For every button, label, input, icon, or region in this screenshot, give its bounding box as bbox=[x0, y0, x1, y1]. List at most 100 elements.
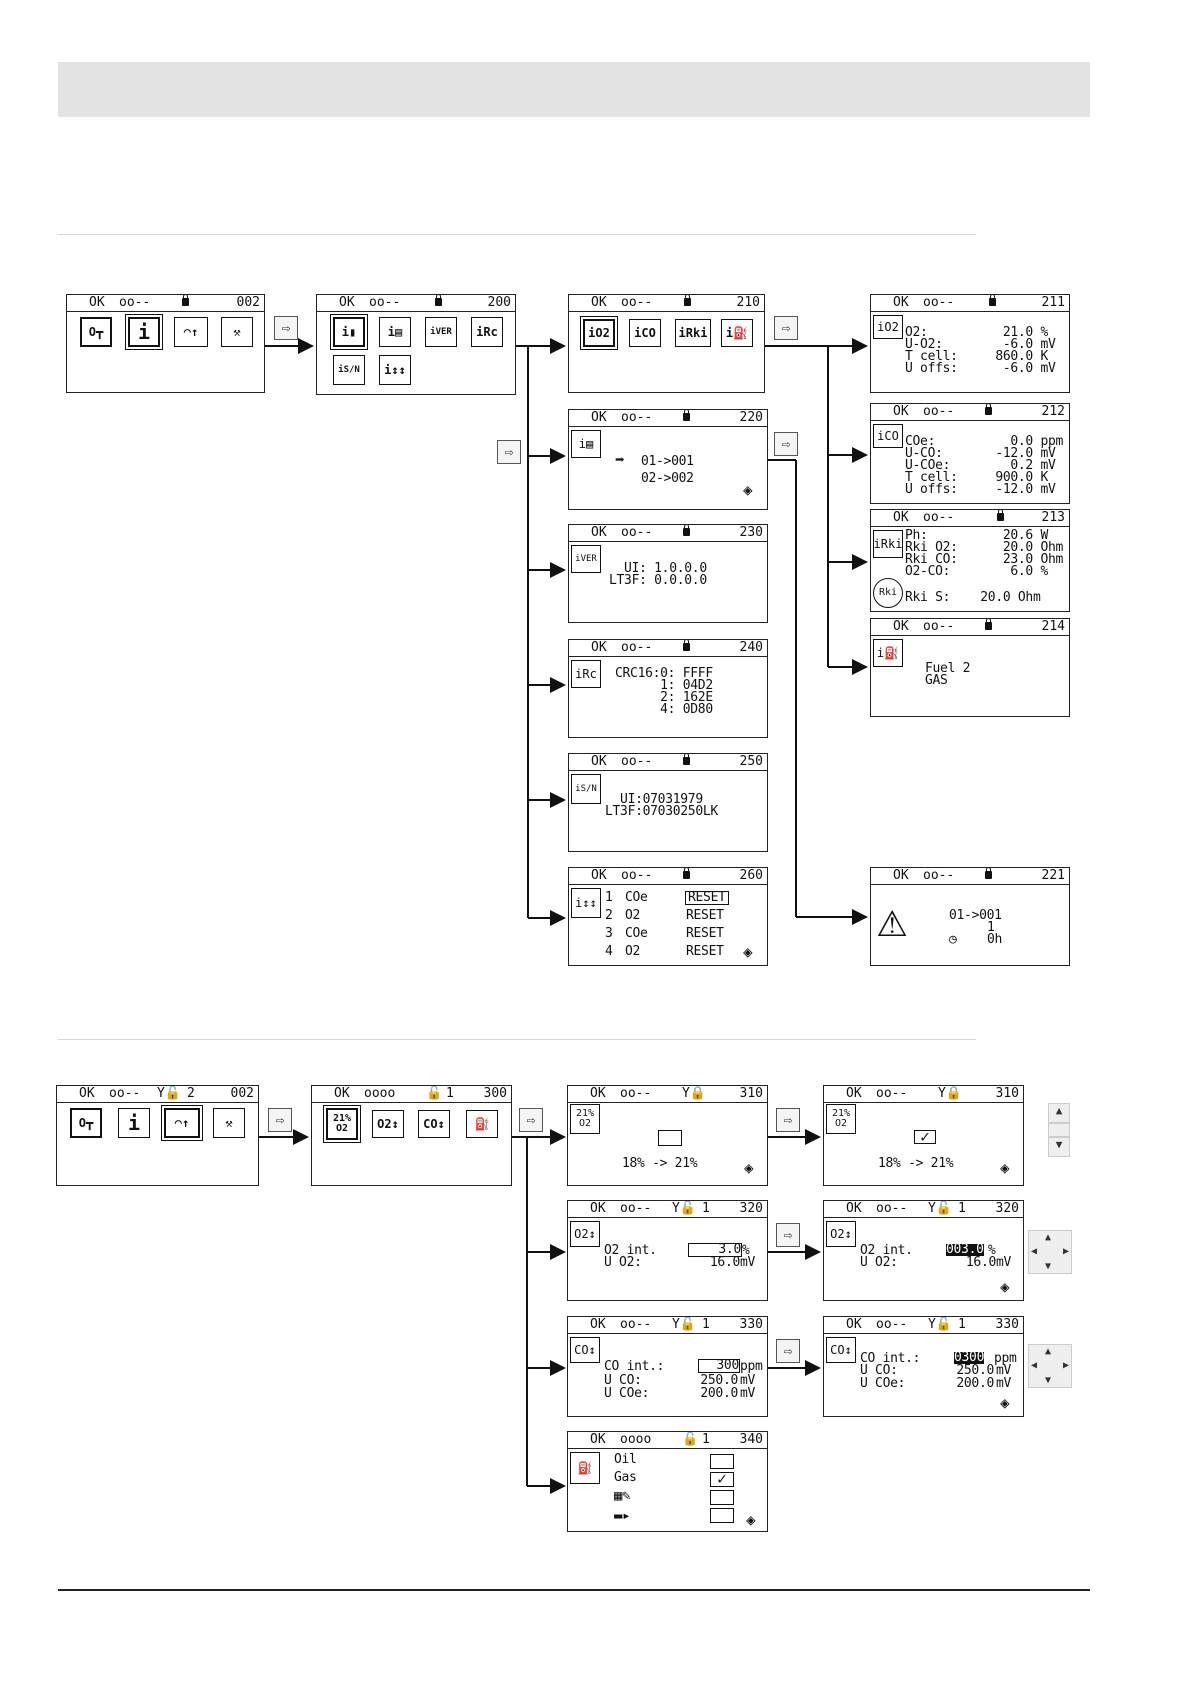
lock-icon bbox=[435, 295, 442, 306]
navigation-diamond-icon[interactable]: ◈ bbox=[743, 942, 753, 961]
counters-icon[interactable]: i↕↕ bbox=[379, 355, 411, 385]
status-bar: OK oo-- Y🔒 310 bbox=[824, 1086, 1023, 1103]
reset-button-3[interactable]: RESET bbox=[686, 926, 724, 941]
key-icon[interactable]: O┳ bbox=[70, 1108, 102, 1138]
navigation-diamond-icon[interactable]: ◈ bbox=[743, 480, 753, 499]
lock-icon bbox=[683, 640, 690, 651]
o2-21-percent-icon: 21% O2 bbox=[570, 1104, 600, 1134]
enter-button[interactable]: ⇨ bbox=[774, 432, 798, 456]
gauge-icon[interactable]: ◠↑ bbox=[164, 1108, 200, 1138]
info-icon[interactable]: i bbox=[128, 317, 160, 347]
co-int-field-editing[interactable]: 0300 bbox=[954, 1350, 985, 1365]
up-arrow-icon[interactable]: ▲ bbox=[1045, 1232, 1052, 1243]
rki-info-icon[interactable]: iRki bbox=[675, 319, 711, 347]
status-bar: OK oo-- 210 bbox=[569, 295, 764, 312]
status-bar: OK oo-- Y🔓 2 002 bbox=[57, 1086, 258, 1103]
reset-button-1[interactable]: RESET bbox=[685, 891, 729, 905]
navigation-diamond-icon[interactable]: ◈ bbox=[746, 1510, 756, 1529]
lock-icon bbox=[684, 295, 691, 306]
alarm-log-icon[interactable]: i▤ bbox=[379, 317, 411, 347]
gauge-icon[interactable]: ◠↑ bbox=[174, 317, 208, 347]
enter-button[interactable]: ⇨ bbox=[268, 1108, 292, 1132]
confirm-checkbox-checked[interactable]: ✓ bbox=[914, 1129, 936, 1145]
unlocked-icon: 🔓 bbox=[682, 1432, 699, 1447]
navigation-diamond-icon[interactable]: ◈ bbox=[1000, 1393, 1010, 1412]
direction-keys-icon[interactable]: ▲ ◀ ▶ ▼ bbox=[1028, 1344, 1072, 1388]
screen-310-o2-calibration: OK oo-- Y🔒 310 21% O2 18% -> 21% ◈ bbox=[567, 1085, 768, 1186]
lock-icon bbox=[985, 619, 992, 630]
navigation-diamond-icon[interactable]: ◈ bbox=[744, 1158, 754, 1177]
enter-button[interactable]: ⇨ bbox=[776, 1339, 800, 1363]
co-adjust-icon[interactable]: CO↕ bbox=[418, 1110, 450, 1138]
up-arrow-icon[interactable]: ▲ bbox=[1045, 1346, 1052, 1357]
direction-keys-icon[interactable]: ▲ ◀ ▶ ▼ bbox=[1028, 1230, 1072, 1274]
lock-icon bbox=[182, 295, 189, 306]
oil-checkbox[interactable] bbox=[710, 1454, 734, 1469]
left-arrow-icon[interactable]: ◀ bbox=[1031, 1360, 1038, 1371]
tools-icon[interactable]: ⚒ bbox=[213, 1108, 245, 1138]
info-icon[interactable]: i bbox=[118, 1108, 150, 1138]
enter-button[interactable]: ⇨ bbox=[274, 316, 298, 340]
right-arrow-icon[interactable]: ▶ bbox=[1062, 1360, 1069, 1371]
enter-button[interactable]: ⇨ bbox=[497, 440, 521, 464]
key-level-icon: Y🔓 bbox=[157, 1086, 182, 1101]
co-int-field[interactable]: 300 bbox=[698, 1359, 740, 1373]
crc-icon: iRc bbox=[571, 660, 601, 688]
gas-checkbox-checked[interactable]: ✓ bbox=[710, 1471, 734, 1487]
key-lock-icon: Y🔒 bbox=[682, 1086, 707, 1101]
screen-220-alarm-log: OK oo-- 220 i▤ ➡ 01->001 02->002 ◈ bbox=[568, 409, 768, 510]
navigation-diamond-icon[interactable]: ◈ bbox=[1000, 1158, 1010, 1177]
down-key-icon[interactable]: ▼ bbox=[1048, 1137, 1070, 1157]
key-level-icon: Y🔓 bbox=[928, 1317, 953, 1332]
tools-icon[interactable]: ⚒ bbox=[221, 317, 253, 347]
up-key-icon[interactable]: ▲ bbox=[1048, 1103, 1070, 1123]
sensor-info-icon[interactable]: i▮ bbox=[333, 317, 365, 347]
screen-330-co-adjust-editing: OK oo-- Y🔓 1 330 CO↕ CO int.: 0300 ppm U… bbox=[823, 1316, 1024, 1417]
co-info-icon[interactable]: iCO bbox=[629, 319, 661, 347]
arrow-right-icon: ➡ bbox=[615, 450, 625, 469]
serial-number-icon: iS/N bbox=[571, 774, 601, 804]
screen-330-co-adjust: OK oo-- Y🔓 1 330 CO↕ CO int.: 300 ppm U … bbox=[567, 1316, 768, 1417]
lock-icon bbox=[985, 404, 992, 415]
o2-int-field-editing[interactable]: 003.0 bbox=[946, 1242, 984, 1257]
lock-icon bbox=[985, 868, 992, 879]
o2-21-percent-icon[interactable]: 21% O2 bbox=[326, 1108, 358, 1140]
page-header-band bbox=[58, 62, 1090, 117]
enter-button[interactable]: ⇨ bbox=[519, 1108, 543, 1132]
reset-button-2[interactable]: RESET bbox=[686, 908, 724, 923]
navigation-diamond-icon[interactable]: ◈ bbox=[1000, 1277, 1010, 1296]
screen-214-fuel: OK oo-- 214 i⛽ Fuel 2 GAS bbox=[870, 618, 1070, 717]
reset-button-4[interactable]: RESET bbox=[686, 944, 724, 959]
left-arrow-icon[interactable]: ◀ bbox=[1031, 1246, 1038, 1257]
right-arrow-icon[interactable]: ▶ bbox=[1062, 1246, 1069, 1257]
o2-info-icon[interactable]: iO2 bbox=[583, 319, 615, 347]
crc-icon[interactable]: iRc bbox=[471, 317, 503, 347]
screen-320-o2-adjust: OK oo-- Y🔓 1 320 O2↕ O2 int. 3.0 % U O2:… bbox=[567, 1200, 768, 1301]
status-bar: OK oo-- 260 bbox=[569, 868, 767, 885]
key-lock-icon: Y🔒 bbox=[938, 1086, 963, 1101]
down-arrow-icon[interactable]: ▼ bbox=[1045, 1261, 1052, 1272]
fuel-select-icon[interactable]: ⛽ bbox=[466, 1110, 498, 1138]
o2-int-field[interactable]: 3.0 bbox=[688, 1243, 742, 1257]
key-icon[interactable]: O┳ bbox=[80, 317, 112, 347]
serial-number-icon[interactable]: iS/N bbox=[333, 355, 365, 385]
footer-rule bbox=[58, 1589, 1090, 1591]
key-level-icon: Y🔓 bbox=[672, 1317, 697, 1332]
down-arrow-icon[interactable]: ▼ bbox=[1045, 1375, 1052, 1386]
version-icon[interactable]: iVER bbox=[425, 317, 457, 347]
screen-260-counters: OK oo-- 260 i↕↕ 1 COe RESET 2 O2 RESET 3… bbox=[568, 867, 768, 966]
enter-button[interactable]: ⇨ bbox=[776, 1108, 800, 1132]
confirm-checkbox[interactable] bbox=[658, 1130, 682, 1146]
enter-button[interactable]: ⇨ bbox=[774, 316, 798, 340]
o2-adjust-icon[interactable]: O2↕ bbox=[372, 1110, 404, 1138]
status-bar: OK oo-- 250 bbox=[569, 754, 767, 771]
custom-fuel-checkbox[interactable] bbox=[710, 1490, 734, 1505]
key-spacer bbox=[1048, 1123, 1070, 1137]
gas-cylinder-checkbox[interactable] bbox=[710, 1508, 734, 1523]
counters-icon: i↕↕ bbox=[571, 888, 601, 918]
fuel-info-icon[interactable]: i⛽ bbox=[721, 319, 753, 347]
enter-button[interactable]: ⇨ bbox=[776, 1223, 800, 1247]
o2-icon: iO2 bbox=[873, 315, 903, 339]
warning-icon: ⚠ bbox=[877, 890, 908, 948]
